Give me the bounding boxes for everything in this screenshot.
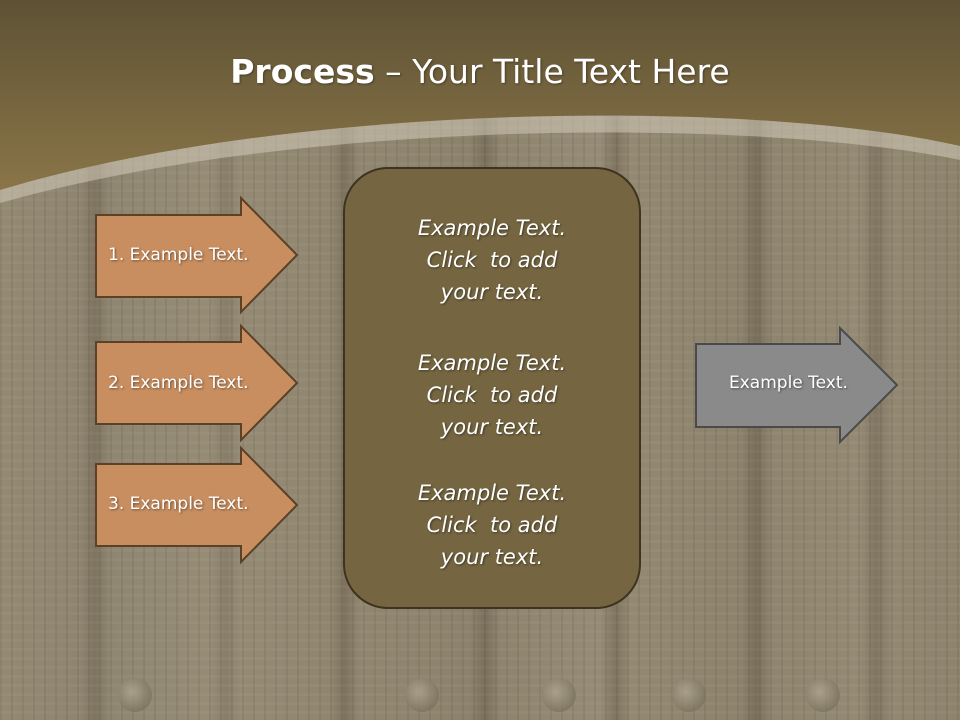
- center-text-2-line1: Example Text.: [417, 351, 567, 375]
- header-curve-highlight: [0, 115, 960, 203]
- input-arrow-1[interactable]: [95, 195, 299, 315]
- center-text-3-line1: Example Text.: [417, 481, 567, 505]
- title-rest: – Your Title Text Here: [374, 52, 730, 91]
- input-arrow-2-label: 2. Example Text.: [108, 373, 249, 393]
- input-arrow-1-label: 1. Example Text.: [108, 245, 249, 265]
- center-text-2-line2: Click to add: [426, 383, 558, 407]
- input-arrow-2[interactable]: [95, 323, 299, 443]
- center-text-1-line2: Click to add: [426, 248, 558, 272]
- center-text-block-3: Example Text. Click to add your text.: [345, 477, 639, 573]
- center-text-1-line3: your text.: [440, 280, 544, 304]
- output-arrow[interactable]: [695, 325, 899, 445]
- center-text-3-line2: Click to add: [426, 513, 558, 537]
- header-band: [0, 0, 960, 190]
- center-text-1-line1: Example Text.: [417, 216, 567, 240]
- door-stud-icon: [806, 678, 840, 712]
- input-arrow-3[interactable]: [95, 445, 299, 565]
- door-stud-icon: [118, 678, 152, 712]
- output-arrow-label: Example Text.: [729, 373, 848, 393]
- center-text-block-1: Example Text. Click to add your text.: [345, 212, 639, 308]
- slide-title[interactable]: Process – Your Title Text Here: [0, 52, 960, 91]
- door-stud-icon: [672, 678, 706, 712]
- title-bold: Process: [230, 52, 375, 91]
- input-arrow-3-label: 3. Example Text.: [108, 494, 249, 514]
- center-text-3-line3: your text.: [440, 545, 544, 569]
- door-stud-icon: [542, 678, 576, 712]
- center-text-block-2: Example Text. Click to add your text.: [345, 347, 639, 443]
- center-box[interactable]: [343, 167, 641, 609]
- door-stud-icon: [405, 678, 439, 712]
- center-text-2-line3: your text.: [440, 415, 544, 439]
